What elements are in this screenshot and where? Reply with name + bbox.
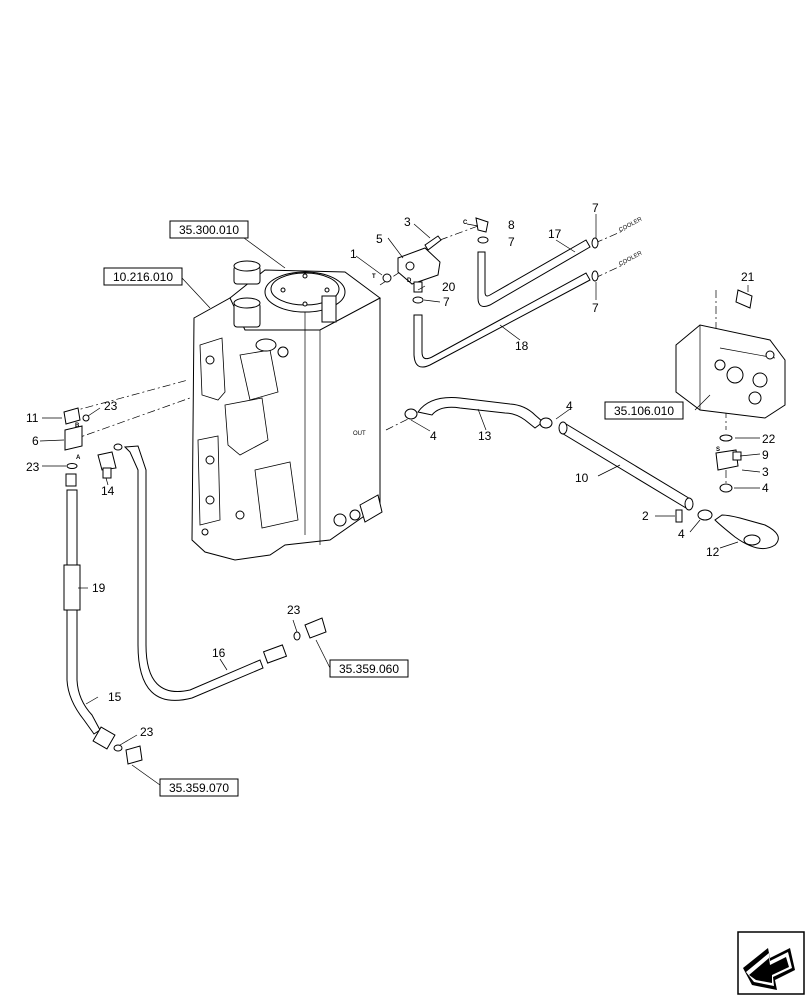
callout-17: 17: [548, 227, 562, 241]
callout-11: 11: [26, 411, 39, 425]
callout-8: 8: [508, 218, 515, 232]
callout-18: 18: [515, 339, 529, 353]
port-a-label: A: [76, 455, 81, 461]
callout-20: 20: [442, 280, 456, 294]
hose-18: [413, 270, 599, 368]
callout-12: 12: [706, 545, 720, 559]
pipe-10: [558, 421, 694, 511]
assembly-lines: [69, 225, 727, 490]
port-s-label: S: [716, 447, 720, 453]
callout-15: 15: [108, 690, 122, 704]
callout-23: 23: [104, 399, 118, 413]
port-b-label: B: [75, 423, 80, 429]
hose-16: [113, 443, 327, 701]
callout-9: 9: [762, 448, 769, 462]
ref-35-300-010[interactable]: 35.300.010: [169, 220, 249, 239]
cooler-label-bottom: COOLER: [618, 250, 644, 268]
port-c-label: C: [463, 220, 468, 226]
tank-out-label: OUT: [353, 431, 366, 437]
ref-10-216-010[interactable]: 10.216.010: [103, 267, 183, 286]
cooler-label-top: COOLER: [618, 216, 644, 234]
callout-19: 19: [92, 581, 106, 595]
svg-text:35.300.010: 35.300.010: [179, 223, 239, 237]
ref-35-359-070[interactable]: 35.359.070: [159, 778, 239, 797]
hose-12: [675, 509, 779, 550]
port-t-label: T: [372, 274, 376, 280]
hose-19-15: [63, 489, 143, 765]
callout-23: 23: [287, 603, 301, 617]
callout-21: 21: [741, 270, 755, 284]
callout-2: 2: [642, 509, 649, 523]
hose-17: [477, 237, 599, 307]
callout-7: 7: [508, 235, 515, 249]
callout-23: 23: [26, 460, 40, 474]
port-d-label: D: [407, 278, 412, 284]
valve-6: [63, 407, 90, 487]
svg-text:35.106.010: 35.106.010: [614, 404, 674, 418]
callout-4: 4: [678, 527, 685, 541]
manifold-block: [382, 217, 489, 304]
svg-text:35.359.060: 35.359.060: [339, 662, 399, 676]
svg-text:35.359.070: 35.359.070: [169, 781, 229, 795]
callout-1: 1: [350, 247, 357, 261]
callout-4: 4: [566, 399, 573, 413]
callout-4: 4: [762, 481, 769, 495]
callout-4: 4: [430, 429, 437, 443]
leader-lines: [39, 214, 761, 786]
back-arrow-icon[interactable]: [737, 931, 805, 995]
callout-3: 3: [762, 465, 769, 479]
fitting-14: [97, 451, 117, 479]
callout-14: 14: [101, 484, 115, 498]
callout-7: 7: [592, 201, 599, 215]
callout-6: 6: [32, 434, 39, 448]
callout-7: 7: [592, 301, 599, 315]
callout-10: 10: [575, 471, 589, 485]
callout-16: 16: [212, 646, 226, 660]
filler-cap: [233, 260, 277, 352]
pump-fittings: [715, 434, 742, 493]
pump-assembly: [675, 289, 786, 419]
hydraulic-tank: OUT: [191, 260, 383, 561]
svg-text:10.216.010: 10.216.010: [113, 270, 173, 284]
callout-22: 22: [762, 432, 776, 446]
hose-13: [404, 397, 553, 429]
tank-cover: [264, 271, 346, 323]
callout-7: 7: [443, 295, 450, 309]
callout-3: 3: [404, 215, 411, 229]
callout-23: 23: [140, 725, 154, 739]
callout-5: 5: [376, 232, 383, 246]
callout-numbers: 1 2 3 3 4 4 4 4 5 6 7 7 7 7 8 9 10 11 12…: [26, 201, 776, 739]
callout-13: 13: [478, 429, 492, 443]
ref-35-106-010[interactable]: 35.106.010: [604, 401, 684, 420]
ref-35-359-060[interactable]: 35.359.060: [329, 659, 409, 678]
